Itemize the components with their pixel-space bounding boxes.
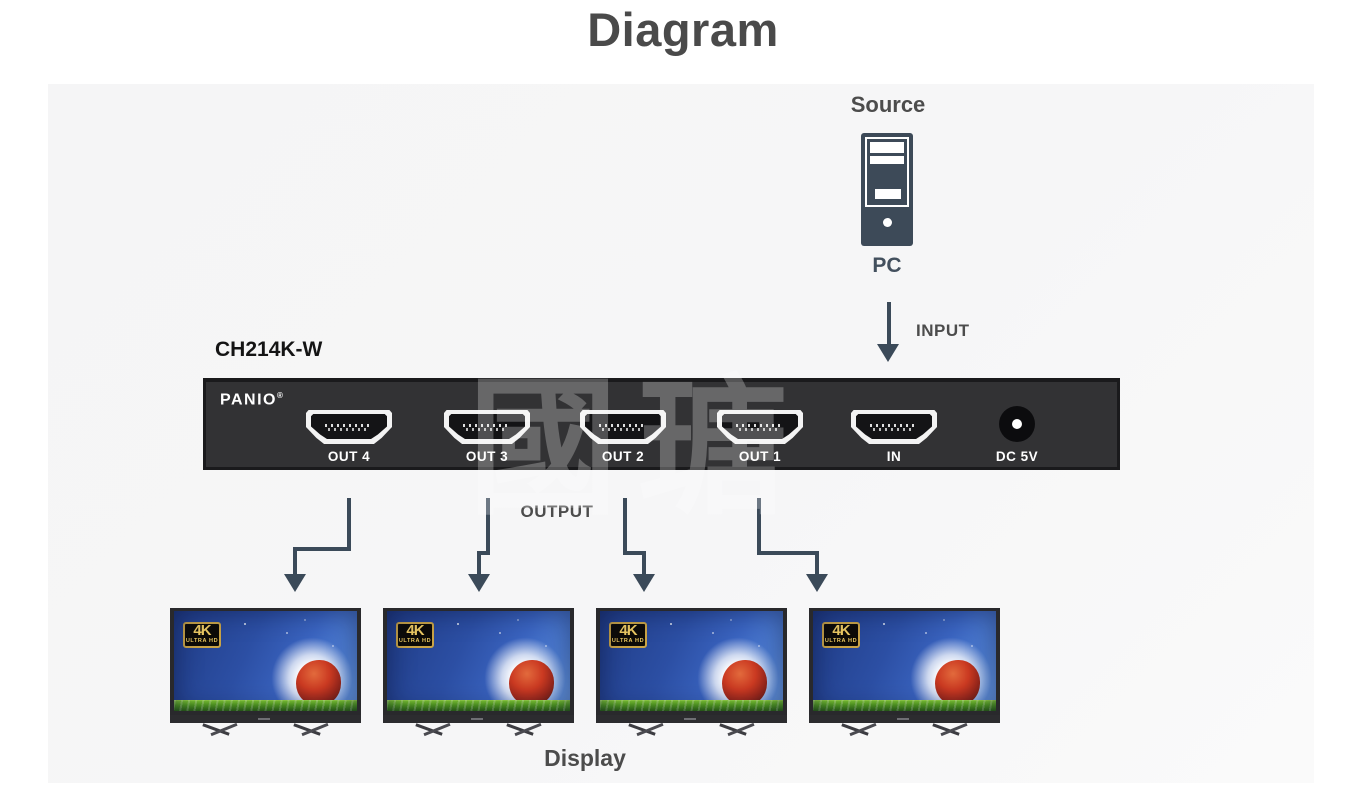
badge-ultrahd-text: ULTRA HD bbox=[185, 638, 219, 644]
tv-bezel bbox=[170, 715, 361, 723]
tv-foot bbox=[930, 722, 970, 738]
tv-bezel bbox=[809, 715, 1000, 723]
grass-graphic bbox=[174, 700, 357, 711]
tv-foot bbox=[839, 722, 879, 738]
port-label-out1: OUT 1 bbox=[738, 449, 782, 464]
grass-graphic bbox=[387, 700, 570, 711]
tree-graphic bbox=[296, 660, 341, 706]
tv-screen: 4K ULTRA HD bbox=[383, 608, 574, 715]
badge-4k-text: 4K bbox=[619, 622, 637, 639]
grass-graphic bbox=[813, 700, 996, 711]
pc-tower-icon bbox=[861, 133, 913, 246]
output-label: OUTPUT bbox=[520, 502, 594, 521]
hdmi-port-in-icon bbox=[851, 410, 937, 444]
pc-drive-bay-icon bbox=[870, 142, 904, 153]
pc-front-panel bbox=[865, 137, 909, 207]
hdmi-port-out1-icon bbox=[717, 410, 803, 444]
stars-graphic bbox=[244, 623, 246, 625]
badge-ultrahd-text: ULTRA HD bbox=[611, 638, 645, 644]
port-label-in: IN bbox=[886, 449, 902, 464]
4k-ultra-hd-badge: 4K ULTRA HD bbox=[183, 622, 221, 648]
brand-text: PANIO bbox=[220, 391, 277, 409]
hdmi-port-out4-icon bbox=[306, 410, 392, 444]
dc-power-jack-icon bbox=[999, 406, 1035, 442]
display-label: Display bbox=[544, 745, 626, 771]
hdmi-port-out2-icon bbox=[580, 410, 666, 444]
tree-graphic bbox=[935, 660, 980, 706]
4k-ultra-hd-badge: 4K ULTRA HD bbox=[822, 622, 860, 648]
tv-bezel bbox=[383, 715, 574, 723]
tree-trunk-graphic bbox=[529, 703, 534, 711]
tv-screen: 4K ULTRA HD bbox=[596, 608, 787, 715]
sun-glow-graphic bbox=[697, 637, 779, 711]
input-arrowhead-icon bbox=[877, 344, 899, 362]
tv-foot bbox=[413, 722, 453, 738]
hdmi-port-out3-icon bbox=[444, 410, 530, 444]
pc-drive-bay-icon bbox=[870, 156, 904, 164]
tree-trunk-graphic bbox=[742, 703, 747, 711]
model-label: CH214K-W bbox=[215, 338, 323, 361]
input-arrow-icon bbox=[887, 302, 891, 346]
tv-foot bbox=[626, 722, 666, 738]
port-label-out2: OUT 2 bbox=[601, 449, 645, 464]
sun-glow-graphic bbox=[484, 637, 566, 711]
tv-foot bbox=[504, 722, 544, 738]
dc-power-label: DC 5V bbox=[995, 449, 1039, 464]
4k-ultra-hd-badge: 4K ULTRA HD bbox=[396, 622, 434, 648]
pc-slot-icon bbox=[875, 189, 901, 199]
tree-graphic bbox=[509, 660, 554, 706]
sun-glow-graphic bbox=[910, 637, 992, 711]
page-title: Diagram bbox=[587, 3, 779, 56]
stars-graphic bbox=[883, 623, 885, 625]
badge-4k-text: 4K bbox=[193, 622, 211, 639]
source-label: Source bbox=[850, 92, 926, 117]
grass-graphic bbox=[600, 700, 783, 711]
tv-display-4: 4K ULTRA HD bbox=[809, 608, 1000, 740]
4k-ultra-hd-badge: 4K ULTRA HD bbox=[609, 622, 647, 648]
input-label: INPUT bbox=[916, 321, 970, 340]
badge-4k-text: 4K bbox=[832, 622, 850, 639]
registered-mark: ® bbox=[276, 391, 283, 400]
tv-bezel bbox=[596, 715, 787, 723]
sun-glow-graphic bbox=[271, 637, 353, 711]
pc-label: PC bbox=[872, 254, 902, 277]
tv-display-1: 4K ULTRA HD bbox=[170, 608, 361, 740]
tv-screen: 4K ULTRA HD bbox=[809, 608, 1000, 715]
stars-graphic bbox=[670, 623, 672, 625]
tv-foot bbox=[717, 722, 757, 738]
badge-ultrahd-text: ULTRA HD bbox=[824, 638, 858, 644]
brand-logo: PANIO® bbox=[220, 391, 283, 409]
stars-graphic bbox=[457, 623, 459, 625]
pc-power-button-icon bbox=[883, 218, 892, 227]
badge-4k-text: 4K bbox=[406, 622, 424, 639]
tree-trunk-graphic bbox=[955, 703, 960, 711]
port-label-out3: OUT 3 bbox=[465, 449, 509, 464]
tv-foot bbox=[291, 722, 331, 738]
tv-screen: 4K ULTRA HD bbox=[170, 608, 361, 715]
tree-trunk-graphic bbox=[316, 703, 321, 711]
tree-graphic bbox=[722, 660, 767, 706]
badge-ultrahd-text: ULTRA HD bbox=[398, 638, 432, 644]
tv-display-2: 4K ULTRA HD bbox=[383, 608, 574, 740]
tv-display-3: 4K ULTRA HD bbox=[596, 608, 787, 740]
tv-foot bbox=[200, 722, 240, 738]
port-label-out4: OUT 4 bbox=[327, 449, 371, 464]
